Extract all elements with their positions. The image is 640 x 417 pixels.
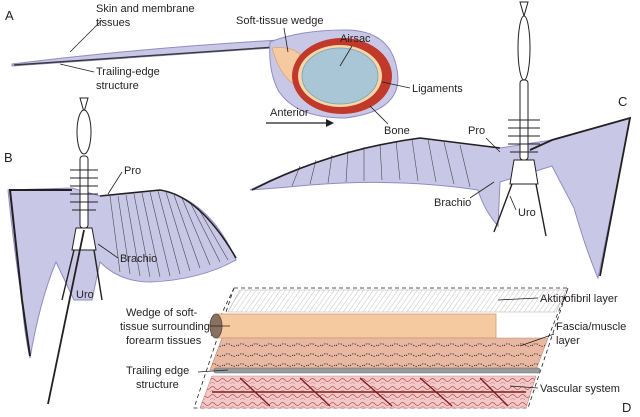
skeleton-b	[61, 97, 103, 301]
anterior-arrow	[266, 119, 334, 127]
skin-label-line1: Skin and membrane	[96, 3, 194, 15]
wing-bone-right-c	[529, 116, 632, 277]
panel-b-label: B	[4, 150, 13, 165]
uro-leader-c	[509, 195, 517, 211]
trailing-leader	[59, 63, 95, 73]
fascia-fibres	[210, 338, 548, 370]
panel-c-label: C	[618, 94, 627, 109]
wing-bone-right-b	[99, 189, 237, 259]
trailing-edge-line	[13, 45, 291, 66]
aktinofibril-label: Aktinofibril layer	[540, 293, 618, 305]
pro-leader-b	[107, 171, 123, 195]
vascular-label: Vascular system	[540, 383, 620, 395]
uro-label-c: Uro	[518, 207, 536, 219]
bone-leader	[369, 105, 389, 125]
ligaments-leader	[381, 81, 411, 89]
pro-label-c: Pro	[468, 125, 485, 137]
trailing-label-d-line2: structure	[136, 379, 179, 391]
fascia-leader	[519, 333, 555, 347]
wedge-label: Soft-tissue wedge	[236, 15, 323, 27]
trailing-leader-d	[197, 369, 229, 373]
panel-a-label: A	[5, 8, 14, 23]
wing-bone-left-c	[251, 137, 501, 191]
aktinofibril-layer	[227, 289, 567, 313]
wing-bone-left-b	[8, 189, 72, 357]
uro-pointer-b	[47, 229, 85, 405]
wedge-label-d-line3: forearm tissues	[126, 335, 202, 347]
airsac-label: Airsac	[340, 33, 371, 45]
trailing-label-d-line1: Trailing edge	[126, 365, 189, 377]
airsac-leader	[339, 45, 353, 67]
skeleton-c	[493, 1, 547, 237]
aktinofibril-leader	[497, 297, 539, 301]
ligaments-label: Ligaments	[412, 83, 463, 95]
panel-d-label: D	[622, 400, 631, 415]
wing-ribs-b	[109, 190, 229, 278]
panel-c: C Pro Brachio Uro	[249, 1, 632, 280]
wedge-label-d-line2: tissue surrounding	[120, 321, 210, 333]
trailing-edge-rod	[213, 367, 541, 374]
soft-tissue-wedge-tube	[209, 313, 497, 339]
brachio-label-c: Brachio	[434, 197, 471, 209]
trailing-label-line1: Trailing-edge	[96, 66, 160, 78]
bone-label: Bone	[384, 125, 410, 137]
vascular-leader	[509, 385, 539, 389]
wedge-leader	[283, 27, 289, 53]
airsac	[301, 47, 379, 105]
uro-label-b: Uro	[76, 289, 94, 301]
wedge-label-d-line1: Wedge of soft-	[126, 307, 198, 319]
bone-cross-section	[269, 29, 399, 119]
fascia-label-line2: layer	[556, 335, 580, 347]
trailing-label-line2: structure	[96, 80, 139, 92]
skin-leader	[69, 19, 103, 53]
pro-leader-c	[485, 137, 501, 153]
brachio-leader-c	[469, 181, 495, 199]
vascular-vessels	[212, 377, 526, 407]
panel-d: D Aktinofibril layer Wedge of soft- tiss…	[120, 287, 631, 415]
panel-b: B Pro Brachio Uro	[4, 97, 237, 405]
wing-ribs-c	[291, 138, 471, 188]
layer-block-outline	[193, 287, 569, 409]
pro-label-b: Pro	[124, 165, 141, 177]
panel-a: A Skin and membrane tissues Trailing-edg…	[5, 3, 463, 137]
brachio-label-b: Brachio	[120, 253, 157, 265]
fascia-label-line1: Fascia/muscle	[556, 321, 626, 333]
brachio-leader-b	[97, 243, 119, 259]
skin-label-line2: tissues	[96, 17, 131, 29]
anterior-label: Anterior	[270, 107, 309, 119]
